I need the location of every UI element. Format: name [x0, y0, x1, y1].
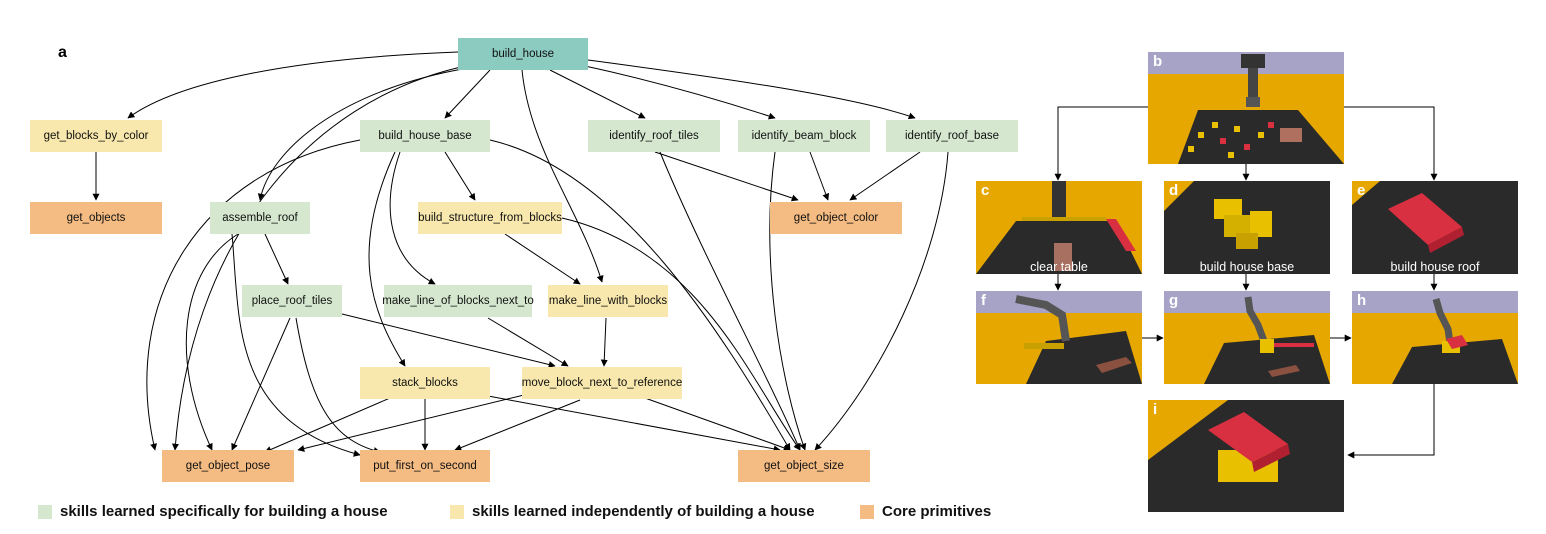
- legend-swatch-yellow: [450, 504, 464, 519]
- edge: [454, 399, 581, 451]
- frame-h: h: [1352, 291, 1518, 384]
- edge: [297, 393, 529, 452]
- frame-d-caption: build house base: [1199, 260, 1295, 274]
- node-get-objects: get_objects: [30, 202, 162, 234]
- node-move-block-next-to-reference: move_block_next_to_reference: [522, 367, 682, 399]
- node-assemble-roof: assemble_roof: [210, 202, 310, 234]
- legend-green: skills learned specifically for building…: [38, 503, 388, 520]
- frame-e-caption: build house roof: [1390, 260, 1480, 274]
- edge: [587, 59, 916, 120]
- edge: [444, 69, 491, 119]
- legend-yellow-label: skills learned independently of building…: [472, 503, 815, 520]
- frame-c-label: c: [981, 182, 990, 199]
- node-build-house: build_house: [458, 38, 588, 70]
- node-make-line-of-blocks-next-to: make_line_of_blocks_next_to: [382, 285, 534, 317]
- node-build-structure-from-blocks: build_structure_from_blocks: [418, 202, 562, 234]
- node-get-blocks-by-color: get_blocks_by_color: [30, 120, 162, 152]
- frame-g-label: g: [1169, 292, 1179, 309]
- frame-i: i: [1148, 400, 1344, 512]
- edge: [769, 151, 807, 451]
- edge: [368, 151, 406, 367]
- edge: [600, 317, 608, 367]
- node-get-object-color: get_object_color: [770, 202, 902, 234]
- edge: [504, 233, 581, 285]
- frame-i-scene: [1148, 400, 1290, 482]
- node-stack-blocks: stack_blocks: [360, 367, 490, 399]
- legend-orange: Core primitives: [860, 503, 991, 520]
- frame-i-label: i: [1153, 401, 1158, 418]
- edge: [814, 151, 949, 451]
- edge: [487, 317, 569, 367]
- legend-swatch-orange: [860, 504, 874, 519]
- node-build-house-base: build_house_base: [360, 120, 490, 152]
- node-make-line-with-blocks: make_line_with_blocks: [548, 285, 668, 317]
- frame-f-label: f: [981, 292, 986, 309]
- edge: [295, 317, 381, 454]
- edge: [127, 51, 459, 119]
- legend-swatch-green: [38, 504, 52, 519]
- frame-d: d build house base: [1164, 181, 1330, 274]
- node-identify-roof-base: identify_roof_base: [886, 120, 1018, 152]
- edge: [849, 151, 921, 201]
- edge: [521, 69, 604, 283]
- edge: [146, 139, 361, 451]
- frame-f-scene: [976, 291, 1142, 384]
- edge: [185, 233, 239, 451]
- legend-yellow: skills learned independently of building…: [450, 503, 815, 520]
- edge: [231, 317, 291, 451]
- edge: [171, 64, 471, 451]
- panel-a-label: a: [58, 44, 67, 61]
- legend-orange-label: Core primitives: [882, 503, 992, 520]
- edge: [231, 233, 361, 457]
- frame-c: c clear table: [976, 181, 1142, 274]
- frame-e-label: e: [1357, 182, 1366, 199]
- frame-f: f: [976, 291, 1142, 384]
- frame-c-caption: clear table: [1030, 260, 1088, 274]
- edge: [341, 313, 556, 368]
- node-place-roof-tiles: place_roof_tiles: [242, 285, 342, 317]
- legend-green-label: skills learned specifically for building…: [60, 503, 388, 520]
- arrow-h-to-i: [1347, 384, 1435, 459]
- edge: [644, 397, 791, 452]
- frame-h-label: h: [1357, 292, 1367, 309]
- arrow-b-to-e: [1344, 106, 1438, 181]
- node-get-object-size: get_object_size: [738, 450, 870, 482]
- edge: [584, 65, 776, 120]
- frame-c-scene: [976, 181, 1142, 274]
- edge: [444, 151, 476, 201]
- frame-e: e build house roof: [1352, 181, 1518, 274]
- edge: [561, 217, 801, 451]
- edge: [489, 139, 791, 451]
- frame-b-scene: [1148, 52, 1344, 164]
- frame-g-scene: [1164, 291, 1330, 384]
- edge: [487, 395, 781, 453]
- edge: [654, 151, 799, 202]
- frame-d-label: d: [1169, 182, 1179, 199]
- edge: [264, 233, 289, 285]
- node-get-object-pose: get_object_pose: [162, 450, 294, 482]
- edge: [659, 151, 801, 451]
- frame-h-scene: [1352, 291, 1518, 384]
- edge: [549, 69, 646, 119]
- frame-b: b: [1148, 52, 1344, 164]
- frame-b-label: b: [1153, 53, 1163, 70]
- edge: [809, 151, 830, 201]
- frame-e-scene: [1352, 181, 1464, 253]
- node-put-first-on-second: put_first_on_second: [360, 450, 490, 482]
- frame-g: g: [1164, 291, 1330, 384]
- node-identify-roof-tiles: identify_roof_tiles: [588, 120, 720, 152]
- edge: [389, 151, 436, 285]
- frame-d-scene: [1164, 181, 1272, 249]
- arrow-b-to-c: [1054, 106, 1148, 181]
- edge: [264, 397, 391, 453]
- node-identify-beam-block: identify_beam_block: [738, 120, 870, 152]
